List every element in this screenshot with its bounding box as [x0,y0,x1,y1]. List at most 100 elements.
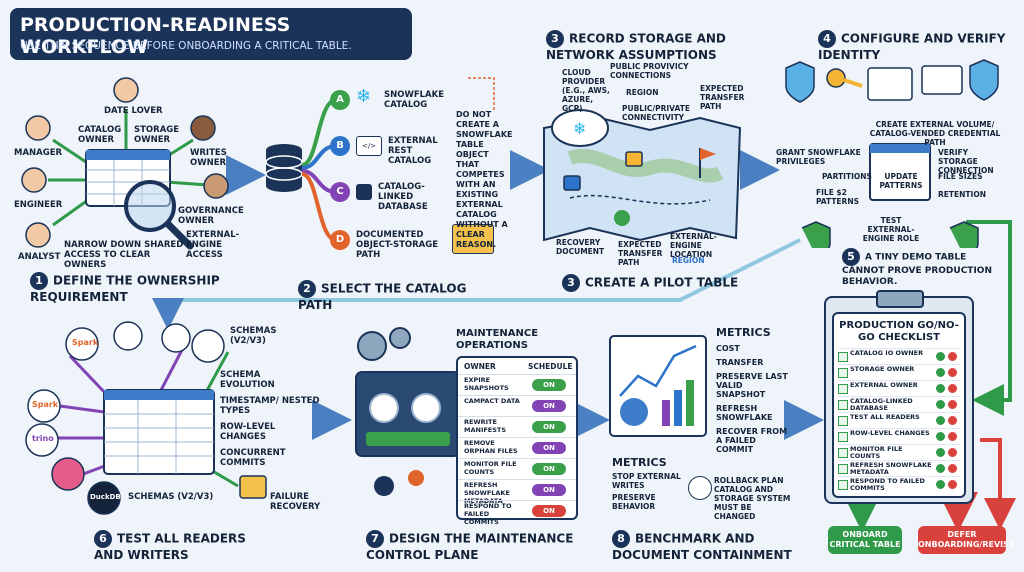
checklist-row[interactable]: STORAGE OWNER [838,364,960,380]
go-check-icon [936,400,945,409]
role-date-lover: DATE LOVER [104,106,163,116]
maintenance-op-toggle[interactable]: ON [532,379,566,391]
nogo-x-icon [948,352,957,361]
maintenance-op-toggle[interactable]: ON [532,421,566,433]
svg-text:❄: ❄ [573,119,586,138]
label-concurrent-commits: CONCURRENT COMMITS [220,448,286,468]
checkbox-icon[interactable] [838,432,848,442]
label-transfer-path-top: EXPECTED TRANSFER PATH [700,84,745,111]
step-6-panel: Spark Spark trino DuckDB SCHEMAS (V2/V3)… [8,316,324,566]
label-external-engine-location: EXTERNAL-ENGINE LOCATION [670,232,717,259]
ownership-note: NARROW DOWN SHARED ACCESS TO CLEAR OWNER… [64,240,184,270]
step-7-number: 7 [366,530,384,548]
metric-item: RECOVER FROM A FAILED COMMIT [716,427,788,454]
maintenance-op-toggle[interactable]: ON [532,505,566,517]
gear-icon [357,331,387,361]
checklist-row[interactable]: EXTERNAL OWNER [838,380,960,396]
checkbox-icon[interactable] [838,480,848,490]
checklist-item-label: TEST ALL READERS [850,413,920,421]
role-governance-owner: GOVERNANCE OWNER [178,206,244,226]
nogo-x-icon [948,384,957,393]
go-check-icon [936,416,945,425]
checkbox-icon[interactable] [838,416,848,426]
engine-spark-2: Spark [32,400,59,409]
api-icon: </> [356,136,382,156]
label-schema-evolution: SCHEMA EVOLUTION [220,370,275,390]
role-storage-owner: STORAGE OWNER [134,125,180,145]
checklist-row[interactable]: ROW-LEVEL CHANGES [838,428,960,444]
checkbox-icon[interactable] [838,368,848,378]
identity-illustration [785,59,999,248]
identity-retention: RETENTION [938,190,986,199]
checkbox-icon[interactable] [838,384,848,394]
maintenance-op-name: CAMPACT DATA [464,397,520,405]
checkbox-icon[interactable] [838,448,848,458]
lock-icon [625,151,643,167]
maintenance-op-toggle[interactable]: ON [532,442,566,454]
maintenance-op-name: REWRITE MANIFESTS [464,418,507,434]
step-1-title-text: DEFINE THE OWNERSHIP REQUIREMENT [30,273,220,304]
checklist-row[interactable]: CATALOG IO OWNER [838,348,960,364]
checklist-row[interactable]: REFRESH SNOWFLAKE METADATA [838,460,960,476]
checkbox-icon[interactable] [838,352,848,362]
nogo-x-icon [948,368,957,377]
label-timestamp: TIMESTAMP/ NESTED TYPES [220,396,320,416]
role-writes-owner: WRITES OWNER [190,148,227,168]
label-connectivity: PUBLIC/PRIVATE CONNECTIVITY [622,104,690,122]
checklist-row[interactable]: CATALOG-LINKED DATABASE [838,396,960,412]
metrics2-heading: METRICS [612,456,667,469]
go-check-icon [936,368,945,377]
checkbox-icon[interactable] [838,464,848,474]
id-card-icon [867,67,913,101]
key-icon [826,68,846,88]
network-map: ❄ [543,109,742,242]
checkbox-icon[interactable] [838,400,848,410]
maintenance-op-toggle[interactable]: ON [532,400,566,412]
maintenance-op-name: EXPIRE SNAPSHOTS [464,376,509,392]
avatar-icons [21,77,229,248]
role-catalog-owner: CATALOG OWNER [78,125,122,145]
go-check-icon [936,352,945,361]
go-check-icon [936,448,945,457]
maintenance-op-toggle[interactable]: ON [532,484,566,496]
pie-icon [620,398,648,426]
linked-db-icon [356,184,372,200]
metric-item: REFRESH SNOWFLAKE [716,404,773,422]
clipboard-clip [876,290,924,308]
rollback-icon [688,476,712,500]
checklist-row[interactable]: MONITOR FILE COUNTS [838,444,960,460]
onboard-button[interactable]: ONBOARD CRITICAL TABLE [828,526,902,554]
step-2-number: 2 [298,280,316,298]
checklist-row[interactable]: TEST ALL READERS [838,412,960,428]
option-c-label: CATALOG-LINKED DATABASE [378,182,428,212]
snowflake-icon: ❄ [356,86,372,107]
identity-grant-privileges: GRANT SNOWFLAKE PRIVILEGES [776,148,861,166]
defer-button[interactable]: DEFER ONBOARDING/REVISE [918,526,1014,554]
step-8-number: 8 [612,530,630,548]
step-6-title-text: TEST ALL READERS AND WRITERS [94,531,246,562]
step-7-title-text: DESIGN THE MAINTENANCE CONTROL PLANE [366,531,574,562]
identity-partitions: PARTITIONS [822,172,872,181]
label-public-provivicy: PUBLIC PROVIVICY CONNECTIONS [610,62,689,80]
step-4-number: 4 [818,30,836,48]
maintenance-op-toggle[interactable]: ON [532,463,566,475]
metrics-heading: METRICS [716,326,771,339]
checklist-item-label: RESPOND TO FAILED COMMITS [850,477,925,492]
checklist-item-label: CATALOG-LINKED DATABASE [850,397,913,412]
checklist-row[interactable]: RESPOND TO FAILED COMMITS [838,476,960,492]
engine-duckdb: DuckDB [90,493,121,501]
label-recovery-document: RECOVERY DOCUMENT [556,238,605,256]
role-engineer: ENGINEER [14,200,63,210]
step-2-panel: A ❄ SNOWFLAKE CATALOG B </> EXTERNAL RES… [258,70,514,312]
maintenance-op-row: REWRITE MANIFESTS ON [458,416,576,437]
col-owner: OWNER [464,362,496,371]
option-a-badge: A [330,90,350,110]
label-region-top: REGION [626,88,659,97]
identity-file-patterns: FILE $2 PATTERNS [816,188,860,206]
